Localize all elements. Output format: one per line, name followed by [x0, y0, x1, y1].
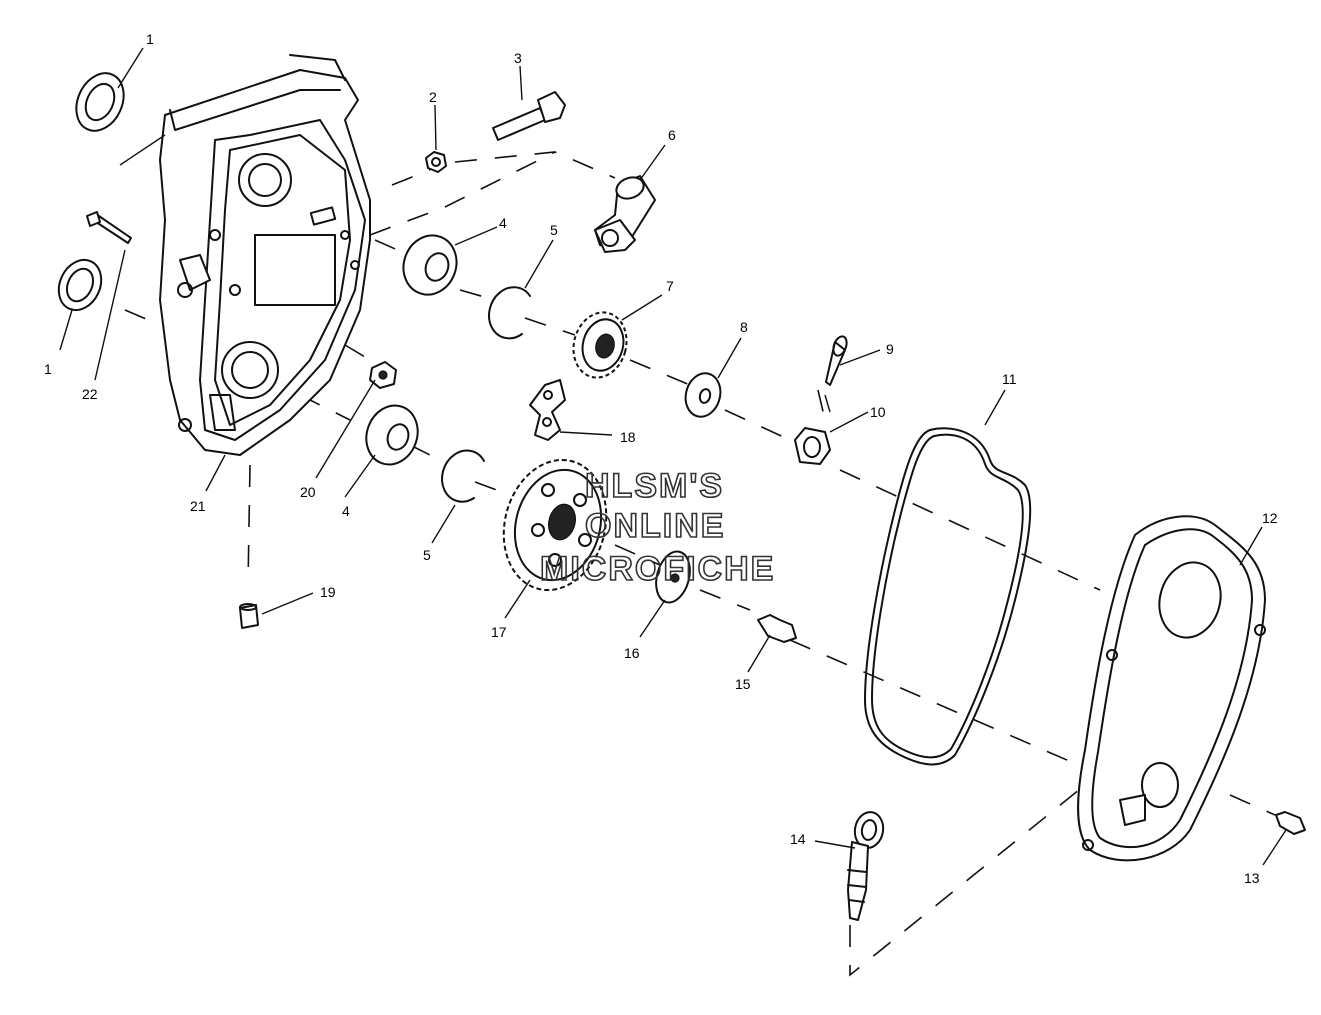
callout-1-lower: 1 — [44, 361, 52, 377]
callout-22: 22 — [82, 386, 98, 402]
washer-8 — [684, 372, 722, 418]
chain-18 — [529, 379, 566, 441]
cotter-pin-9 — [825, 335, 848, 386]
callout-10: 10 — [870, 404, 886, 420]
callout-4-upper: 4 — [499, 215, 507, 231]
bolt-3 — [492, 91, 566, 141]
watermark: HLSM'S ONLINE MICROFICHE — [539, 466, 775, 589]
callout-18: 18 — [620, 429, 636, 445]
callout-9: 9 — [886, 341, 894, 357]
callout-13: 13 — [1244, 870, 1260, 886]
assembly-lines — [124, 151, 1276, 977]
sprocket-7 — [572, 311, 628, 379]
watermark-line-3: MICROFICHE — [540, 550, 775, 588]
callout-1-upper: 1 — [146, 31, 154, 47]
watermark-line-1: HLSM'S — [585, 467, 724, 505]
callout-3: 3 — [514, 50, 522, 66]
sprocket-17 — [502, 458, 608, 592]
cover-12 — [1077, 515, 1266, 862]
tensioner-arm-6 — [594, 175, 656, 253]
nut-2 — [425, 151, 447, 173]
callout-2: 2 — [429, 89, 437, 105]
washer-16 — [655, 550, 691, 604]
callout-5-lower: 5 — [423, 547, 431, 563]
bolt-22 — [86, 211, 132, 244]
callout-6: 6 — [668, 127, 676, 143]
gasket-11 — [864, 427, 1032, 766]
callouts: 1 1 2 3 4 4 5 5 6 7 8 9 10 11 12 13 14 1… — [44, 31, 1278, 886]
callout-8: 8 — [740, 319, 748, 335]
seal-upper — [75, 72, 125, 132]
bearing-upper — [402, 234, 458, 296]
callout-19: 19 — [320, 584, 336, 600]
leader-lines — [59, 47, 1287, 866]
snap-ring-lower — [441, 449, 485, 503]
callout-21: 21 — [190, 498, 206, 514]
plug-19 — [239, 603, 259, 629]
bolt-13 — [1275, 811, 1306, 835]
callout-4-lower: 4 — [342, 503, 350, 519]
watermark-line-2: ONLINE — [585, 507, 725, 545]
bearing-lower — [365, 404, 419, 466]
callout-11: 11 — [1002, 371, 1017, 387]
callout-12: 12 — [1262, 510, 1278, 526]
bolt-15 — [757, 614, 797, 643]
callout-16: 16 — [624, 645, 640, 661]
callout-17: 17 — [491, 624, 507, 640]
callout-7: 7 — [666, 278, 674, 294]
castle-nut-10 — [794, 427, 831, 465]
snap-ring-upper — [488, 286, 531, 340]
gear-case-housing — [159, 54, 371, 456]
callout-14: 14 — [790, 831, 806, 847]
seal-lower — [57, 258, 103, 312]
callout-5-upper: 5 — [550, 222, 558, 238]
dipstick-14 — [847, 811, 885, 921]
callout-15: 15 — [735, 676, 751, 692]
callout-20: 20 — [300, 484, 316, 500]
nut-20 — [369, 361, 397, 389]
